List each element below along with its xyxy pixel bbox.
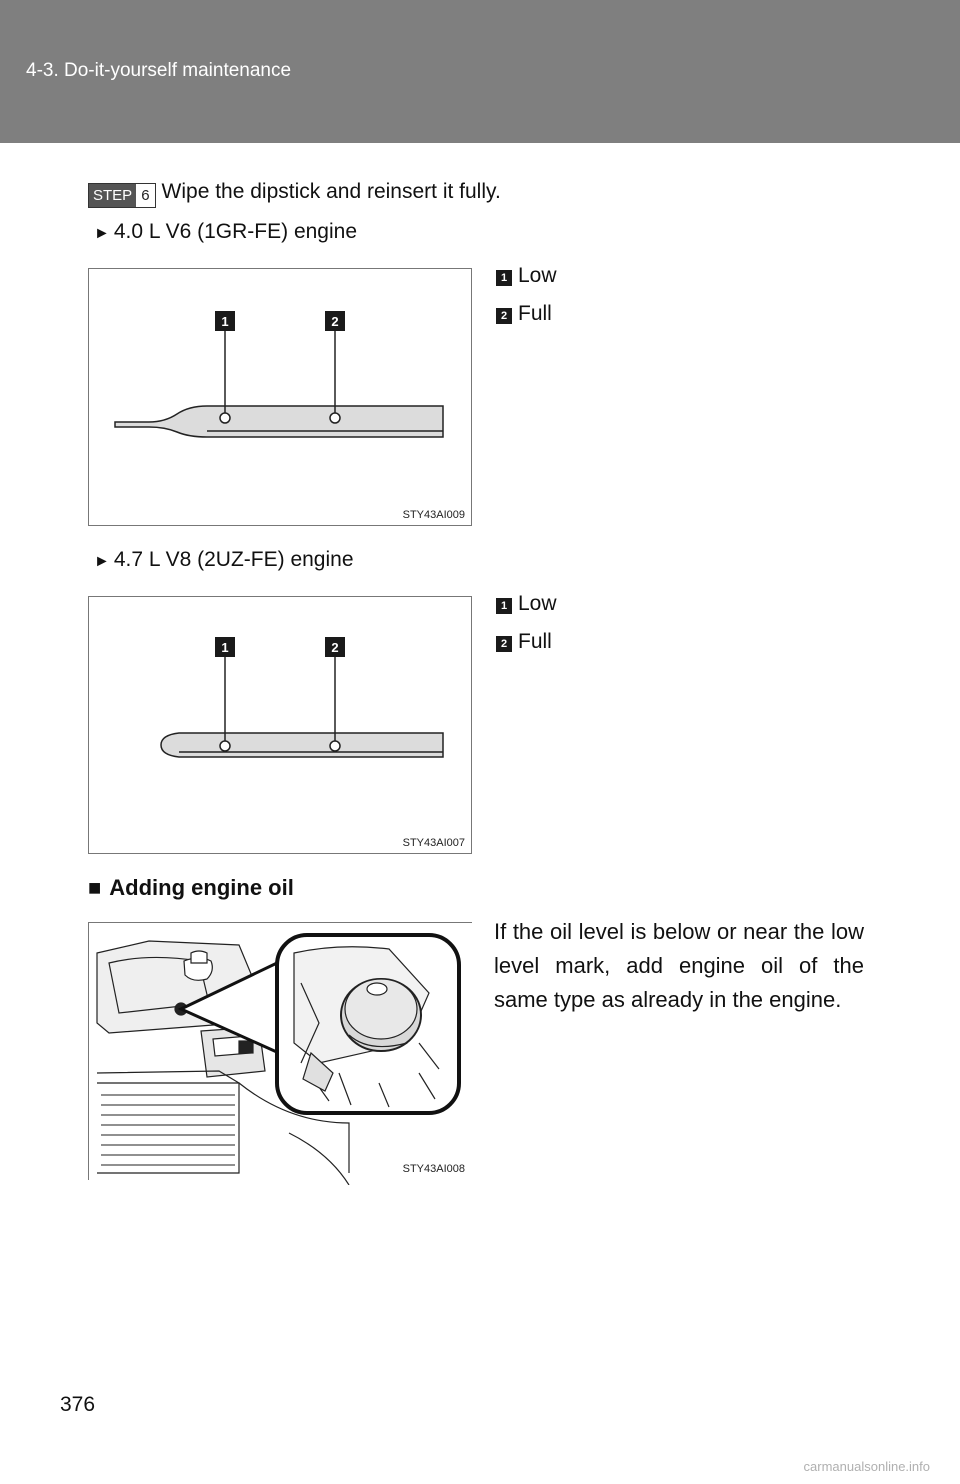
watermark-text: carmanualsonline.info <box>803 1459 930 1474</box>
marker-1-label: 1 <box>221 314 228 329</box>
marker-2-label: 2 <box>331 640 338 655</box>
section-header-title: 4-3. Do-it-yourself maintenance <box>26 60 292 81</box>
legend-item-full: 2 Full <box>496 302 552 326</box>
engine-name: 4.0 L V6 (1GR-FE) engine <box>113 220 358 243</box>
legend-item-low: 1 Low <box>496 264 557 288</box>
legend-label: Low <box>518 264 557 287</box>
dipstick-figure-v8: 1 2 STY43AI007 <box>88 596 472 854</box>
section-title-adding-oil: ■ Adding engine oil <box>88 875 294 901</box>
number-1-badge: 1 <box>496 270 512 286</box>
legend-item-full: 2 Full <box>496 630 552 654</box>
full-mark <box>329 740 341 752</box>
legend-item-low: 1 Low <box>496 592 557 616</box>
number-2-badge: 2 <box>496 636 512 652</box>
number-2-badge: 2 <box>496 308 512 324</box>
legend-label: Full <box>518 302 552 325</box>
engine-heading-v6: ►4.0 L V6 (1GR-FE) engine <box>94 220 357 244</box>
low-mark <box>219 740 231 752</box>
dipstick-figure-v6: 1 2 STY43AI009 <box>88 268 472 526</box>
step-badge-label: STEP <box>89 184 137 207</box>
figure-code: STY43AI008 <box>402 1163 465 1175</box>
marker-2-box <box>325 311 345 331</box>
marker-1-box <box>215 637 235 657</box>
legend-label: Full <box>518 630 552 653</box>
adding-oil-paragraph: If the oil level is below or near the lo… <box>494 919 864 1012</box>
engine-bay-figure: STY43AI008 <box>88 922 473 1185</box>
step-text: Wipe the dipstick and reinsert it fully. <box>161 180 501 203</box>
marker-1-label: 1 <box>221 640 228 655</box>
low-mark <box>219 412 231 424</box>
step-badge-number: 6 <box>136 184 155 207</box>
marker-1-box <box>215 311 235 331</box>
legend-label: Low <box>518 592 557 615</box>
number-1-badge: 1 <box>496 598 512 614</box>
arrow-right-icon: ► <box>94 225 110 242</box>
engine-name: 4.7 L V8 (2UZ-FE) engine <box>113 548 354 571</box>
square-bullet-icon: ■ <box>88 875 102 900</box>
marker-2-box <box>325 637 345 657</box>
dipstick-illustration-v8: 1 2 <box>160 637 444 758</box>
page-number: 376 <box>60 1393 96 1416</box>
figure-code: STY43AI009 <box>402 509 465 521</box>
full-mark <box>329 412 341 424</box>
section-title-text: Adding engine oil <box>109 875 294 900</box>
arrow-right-icon: ► <box>94 553 110 570</box>
dipstick-illustration-v6: 1 2 <box>114 311 444 438</box>
dipstick-body <box>114 405 444 438</box>
dipstick-body <box>160 732 444 758</box>
marker-2-label: 2 <box>331 314 338 329</box>
engine-bay-illustration <box>89 923 473 1185</box>
engine-heading-v8: ►4.7 L V8 (2UZ-FE) engine <box>94 548 354 572</box>
figure-code: STY43AI007 <box>402 837 465 849</box>
page-header: 4-3. Do-it-yourself maintenance <box>0 0 960 143</box>
